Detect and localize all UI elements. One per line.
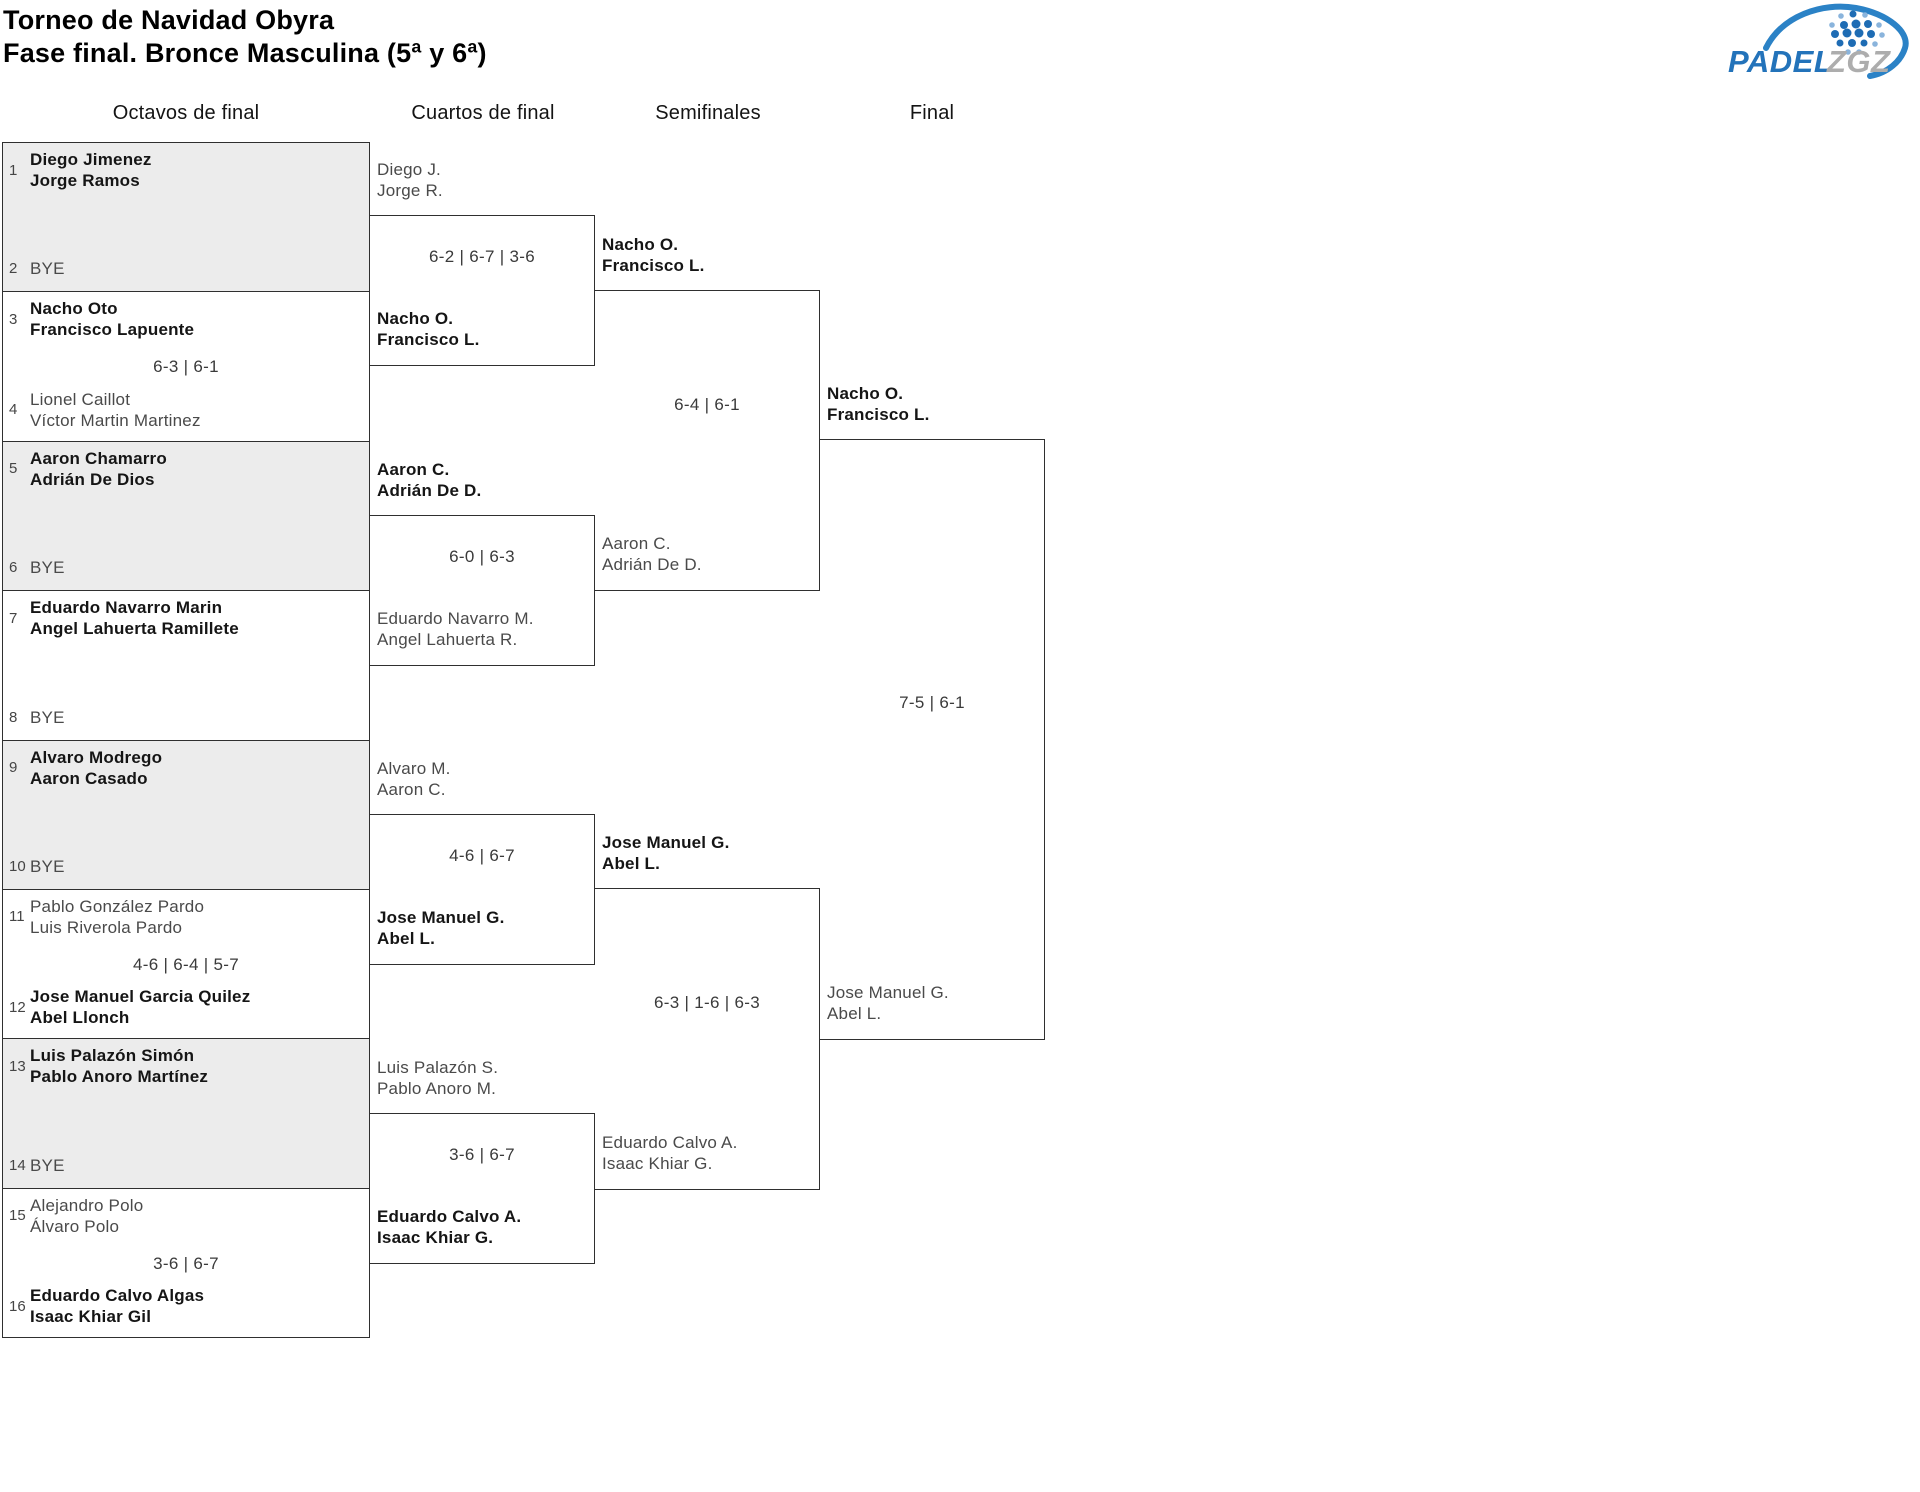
team-name: Alejandro Polo Álvaro Polo <box>30 1195 144 1236</box>
team-name: Eduardo Navarro Marin Angel Lahuerta Ram… <box>30 598 239 639</box>
round-header-semifinales: Semifinales <box>655 102 761 124</box>
round-header-cuartos: Cuartos de final <box>411 102 555 124</box>
seed-number: 15 <box>9 1207 26 1225</box>
match-score: 6-2 | 6-7 | 3-6 <box>429 247 535 266</box>
round-header-final: Final <box>909 102 955 124</box>
match-score: 6-0 | 6-3 <box>449 547 515 566</box>
team-name: BYE <box>30 259 65 279</box>
seed-number: 12 <box>9 998 26 1016</box>
team-name: BYE <box>30 707 65 727</box>
team-name: Pablo González Pardo Luis Riverola Pardo <box>30 896 205 937</box>
seed-number: 6 <box>9 559 18 577</box>
round-header-octavos: Octavos de final <box>112 102 260 124</box>
padel-racket-dots-icon <box>1763 3 1909 79</box>
team-name: Lionel Caillot Víctor Martin Martinez <box>30 389 201 430</box>
seed-number: 13 <box>9 1057 26 1075</box>
team-name: Eduardo Calvo A. Isaac Khiar G. <box>377 1207 522 1247</box>
padelzgz-logo: PADEL ZGZ <box>1728 3 1909 79</box>
page-title-block: Torneo de Navidad Obyra Fase final. Bron… <box>3 4 487 70</box>
seed-number: 8 <box>9 708 18 726</box>
team-name: BYE <box>30 856 65 876</box>
team-name: Aaron C. Adrián De D. <box>602 534 702 574</box>
match-score: 6-3 | 1-6 | 6-3 <box>654 993 760 1012</box>
r16-match-7: 13 Luis Palazón Simón Pablo Anoro Martín… <box>3 1038 369 1188</box>
r16-match-2: 3 Nacho Oto Francisco Lapuente 6-3 | 6-1… <box>3 291 369 440</box>
team-slot-5: 5 Aaron Chamarro Adrián De Dios <box>3 448 167 490</box>
team-slot-10: 10 BYE <box>3 856 65 877</box>
seed-number: 3 <box>9 310 18 328</box>
brand-padel: PADEL <box>1728 44 1833 79</box>
match-score: 6-4 | 6-1 <box>674 395 740 414</box>
seed-number: 14 <box>9 1156 26 1174</box>
qf-match-1: Diego J. Jorge R. 6-2 | 6-7 | 3-6 Nacho … <box>370 160 595 366</box>
team-name: Nacho Oto Francisco Lapuente <box>30 299 195 340</box>
team-name: Eduardo Calvo Algas Isaac Khiar Gil <box>30 1286 205 1326</box>
match-score: 7-5 | 6-1 <box>899 693 965 712</box>
r16-match-8: 15 Alejandro Polo Álvaro Polo 3-6 | 6-7 … <box>3 1187 369 1337</box>
r16-match-5: 9 Alvaro Modrego Aaron Casado 10 BYE <box>3 739 369 889</box>
team-name: Luis Palazón Simón Pablo Anoro Martínez <box>30 1046 209 1087</box>
team-slot-15: 15 Alejandro Polo Álvaro Polo <box>3 1195 143 1237</box>
match-score: 6-3 | 6-1 <box>153 357 219 377</box>
seed-number: 9 <box>9 759 18 776</box>
team-slot-14: 14 BYE <box>3 1155 65 1176</box>
team-name: Nacho O. Francisco L. <box>827 384 930 424</box>
team-slot-1: 1 Diego Jimenez Jorge Ramos <box>3 149 152 191</box>
team-slot-11: 11 Pablo González Pardo Luis Riverola Pa… <box>3 896 204 938</box>
match-score: 4-6 | 6-7 <box>449 846 515 865</box>
team-name: BYE <box>30 558 65 578</box>
team-name: Alvaro M. Aaron C. <box>377 759 451 799</box>
seed-number: 16 <box>9 1297 26 1315</box>
team-slot-9: 9 Alvaro Modrego Aaron Casado <box>3 747 162 789</box>
team-name: Jose Manuel G. Abel L. <box>377 908 505 948</box>
round16-column: 1 Diego Jimenez Jorge Ramos 2 BYE 3 Nach… <box>2 142 370 1338</box>
seed-number: 4 <box>9 401 18 419</box>
team-slot-16: 16 Eduardo Calvo Algas Isaac Khiar Gil <box>3 1285 204 1327</box>
qf-match-3: Alvaro M. Aaron C. 4-6 | 6-7 Jose Manuel… <box>370 759 595 965</box>
team-name: Luis Palazón S. Pablo Anoro M. <box>377 1058 499 1098</box>
seed-number: 2 <box>9 260 18 278</box>
seed-number: 7 <box>9 609 18 627</box>
sf-match-1: Nacho O. Francisco L. 6-4 | 6-1 Aaron C.… <box>595 235 820 591</box>
match-score: 4-6 | 6-4 | 5-7 <box>133 954 239 974</box>
team-name: Aaron Chamarro Adrián De Dios <box>30 448 167 489</box>
team-slot-3: 3 Nacho Oto Francisco Lapuente <box>3 298 194 340</box>
r16-match-1: 1 Diego Jimenez Jorge Ramos 2 BYE <box>3 143 369 292</box>
team-name: Aaron C. Adrián De D. <box>377 460 482 500</box>
r16-match-4: 7 Eduardo Navarro Marin Angel Lahuerta R… <box>3 590 369 739</box>
team-name: Diego Jimenez Jorge Ramos <box>30 150 152 190</box>
team-slot-4: 4 Lionel Caillot Víctor Martin Martinez <box>3 389 201 431</box>
match-score: 3-6 | 6-7 <box>153 1253 219 1273</box>
page-title: Torneo de Navidad Obyra <box>3 5 335 35</box>
sf-match-2: Jose Manuel G. Abel L. 6-3 | 1-6 | 6-3 E… <box>595 833 820 1190</box>
team-name: Jose Manuel G. Abel L. <box>602 833 730 873</box>
qf-match-4: Luis Palazón S. Pablo Anoro M. 3-6 | 6-7… <box>370 1058 595 1264</box>
r16-match-3: 5 Aaron Chamarro Adrián De Dios 6 BYE <box>3 440 369 591</box>
seed-number: 5 <box>9 460 18 478</box>
team-name: BYE <box>30 1155 65 1175</box>
team-slot-6: 6 BYE <box>3 557 65 578</box>
team-slot-7: 7 Eduardo Navarro Marin Angel Lahuerta R… <box>3 597 239 639</box>
team-slot-8: 8 BYE <box>3 707 65 728</box>
team-name: Diego J. Jorge R. <box>377 160 443 200</box>
team-slot-13: 13 Luis Palazón Simón Pablo Anoro Martín… <box>3 1045 208 1087</box>
qf-match-2: Aaron C. Adrián De D. 6-0 | 6-3 Eduardo … <box>370 460 595 666</box>
final-match: Nacho O. Francisco L. 7-5 | 6-1 Jose Man… <box>820 384 1045 1040</box>
seed-number: 1 <box>9 161 18 179</box>
seed-number: 10 <box>9 857 26 875</box>
team-name: Eduardo Navarro M. Angel Lahuerta R. <box>377 609 534 649</box>
seed-number: 11 <box>9 908 25 926</box>
page-subtitle: Fase final. Bronce Masculina (5ª y 6ª) <box>3 38 487 68</box>
r16-match-6: 11 Pablo González Pardo Luis Riverola Pa… <box>3 888 369 1038</box>
team-name: Eduardo Calvo A. Isaac Khiar G. <box>602 1133 738 1173</box>
team-slot-12: 12 Jose Manuel Garcia Quilez Abel Llonch <box>3 986 250 1028</box>
team-slot-2: 2 BYE <box>3 258 65 279</box>
team-name: Nacho O. Francisco L. <box>602 235 705 275</box>
match-score: 3-6 | 6-7 <box>449 1145 515 1164</box>
team-name: Jose Manuel Garcia Quilez Abel Llonch <box>30 987 251 1028</box>
team-name: Jose Manuel G. Abel L. <box>827 983 949 1023</box>
brand-zgz: ZGZ <box>1826 44 1891 79</box>
team-name: Alvaro Modrego Aaron Casado <box>30 747 163 788</box>
team-name: Nacho O. Francisco L. <box>377 309 480 349</box>
